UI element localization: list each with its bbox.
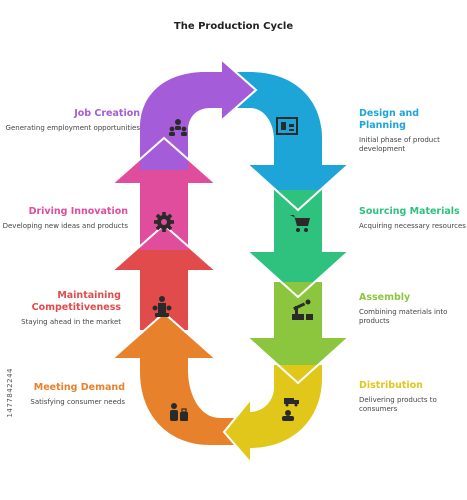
segment-meeting-demand	[113, 313, 244, 445]
stage-title: Meeting Demand	[33, 382, 125, 393]
segment-design-planning	[236, 72, 348, 210]
stage-title: Assembly	[359, 292, 411, 303]
watermark-id: 1477842244	[6, 368, 14, 418]
stage-label-design-planning: Design and Planning Initial phase of pro…	[359, 108, 467, 154]
robot-arm-icon	[292, 299, 313, 320]
stage-description: Developing new ideas and products	[2, 222, 128, 230]
chess-icon	[152, 296, 172, 317]
stage-description: Initial phase of product development	[359, 136, 440, 153]
stage-label-distribution: Distribution Delivering products to cons…	[359, 380, 467, 414]
stage-title: Driving Innovation	[28, 206, 128, 217]
stage-description: Combining materials into products	[359, 308, 448, 325]
stage-description: Generating employment opportunities	[5, 124, 140, 132]
segment-job-creation	[140, 60, 256, 170]
segment-assembly	[248, 282, 348, 383]
stage-label-meeting-demand: Meeting Demand Satisfying consumer needs	[0, 382, 125, 407]
stage-description: Acquiring necessary resources	[359, 222, 466, 230]
blueprint-icon	[276, 117, 298, 135]
segment-sourcing-materials	[248, 190, 348, 297]
stage-description: Staying ahead in the market	[21, 318, 121, 326]
delivery-icon	[282, 398, 299, 421]
stage-title: Design and Planning	[359, 108, 420, 131]
segment-maintaining-competitiveness	[113, 225, 215, 330]
gear-icon	[154, 212, 174, 232]
segment-distribution	[224, 365, 322, 462]
segment-driving-innovation	[113, 138, 215, 250]
stage-label-sourcing-materials: Sourcing Materials Acquiring necessary r…	[359, 206, 467, 231]
stage-label-assembly: Assembly Combining materials into produc…	[359, 292, 467, 326]
stage-title: Sourcing Materials	[359, 206, 460, 217]
stage-label-job-creation: Job Creation Generating employment oppor…	[0, 108, 140, 133]
page-title: The Production Cycle	[173, 21, 294, 32]
stage-title: Maintaining Competitiveness	[31, 290, 121, 313]
stage-label-maintaining-competitiveness: Maintaining Competitiveness Staying ahea…	[0, 290, 121, 327]
footer-band	[0, 480, 467, 500]
stage-description: Satisfying consumer needs	[30, 398, 125, 406]
stage-title: Job Creation	[74, 108, 140, 119]
stage-label-driving-innovation: Driving Innovation Developing new ideas …	[0, 206, 128, 231]
customer-icon	[170, 403, 188, 421]
cart-icon	[290, 215, 310, 232]
stage-title: Distribution	[359, 380, 423, 391]
stage-description: Delivering products to consumers	[359, 396, 437, 413]
team-icon	[169, 119, 187, 136]
